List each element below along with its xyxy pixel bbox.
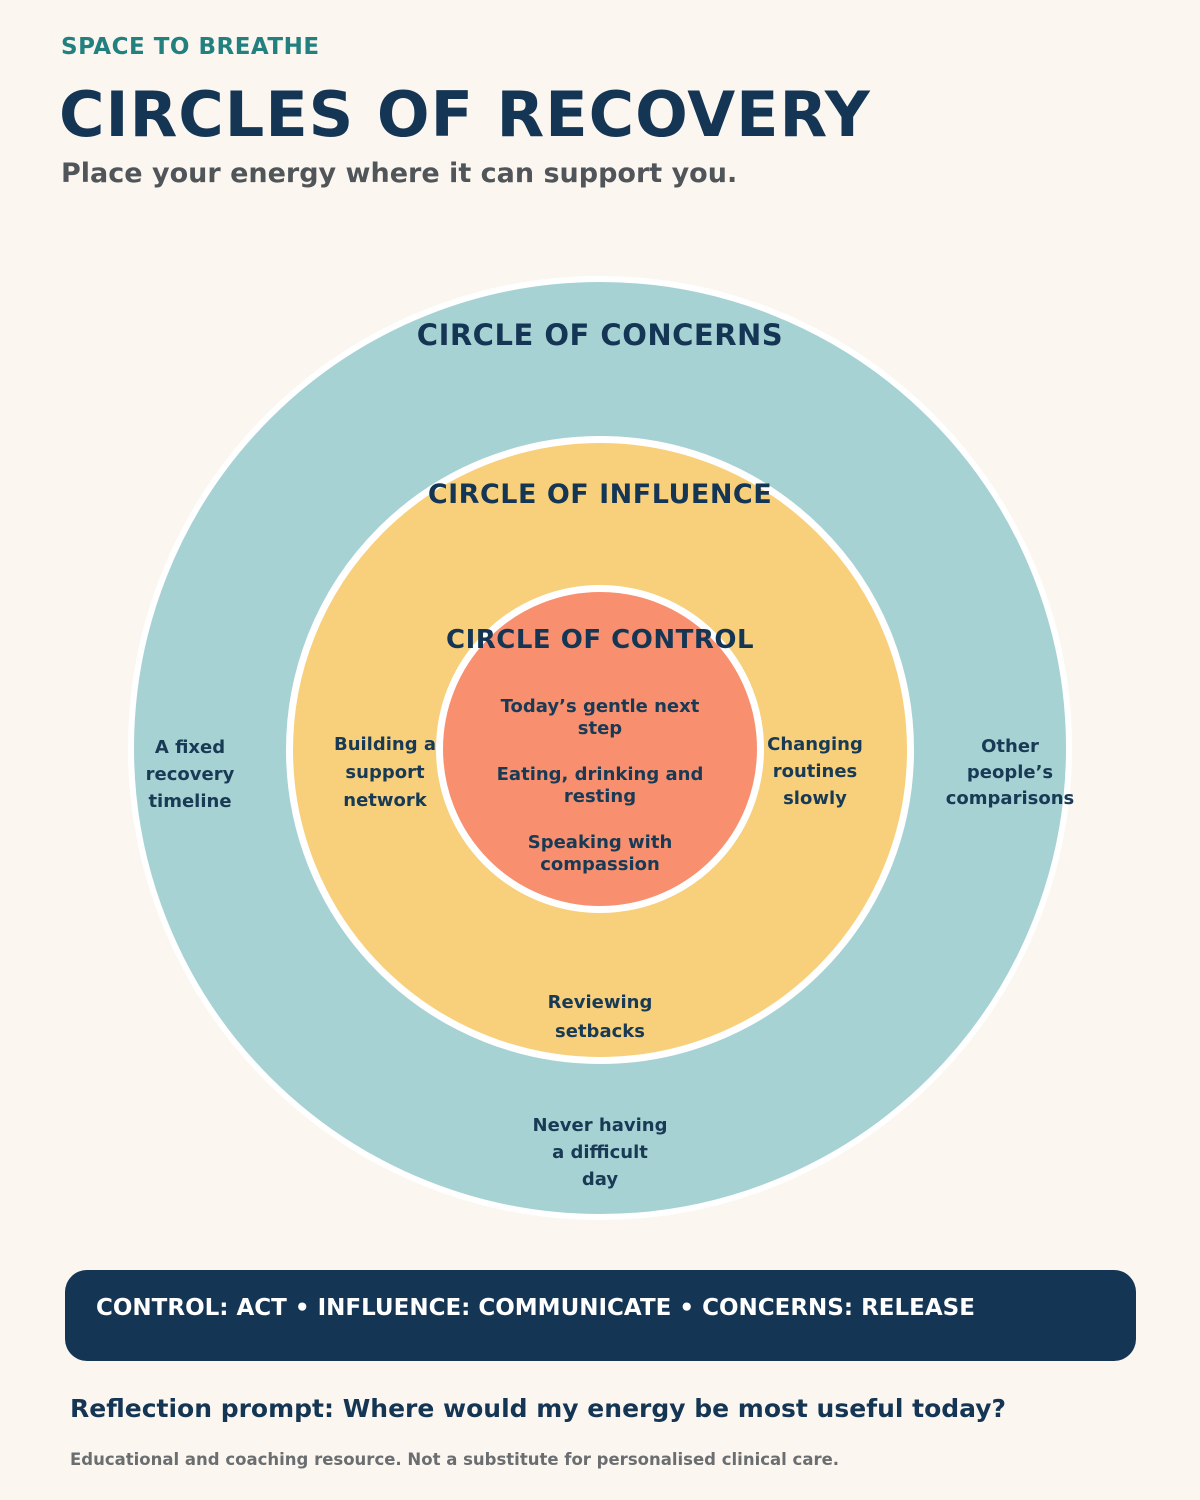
control-item-line: compassion [540, 854, 660, 875]
influence-item-line: Changing [767, 734, 863, 755]
control-item-next-step: Today’s gentle next step [470, 696, 730, 740]
reflection-prompt: Reflection prompt: Where would my energy… [70, 1394, 1007, 1423]
disclaimer-text: Educational and coaching resource. Not a… [70, 1450, 840, 1469]
concern-item-line: Never having [532, 1115, 668, 1136]
control-item-line: resting [563, 786, 637, 807]
concerns-title: CIRCLE OF CONCERNS [416, 318, 784, 352]
influence-item-reviewing-setbacks: Reviewing setbacks [530, 988, 670, 1046]
influence-item-line: Building a [333, 734, 437, 755]
concern-item-fixed-timeline: A fixed recovery timeline [120, 734, 260, 815]
control-item-line: Speaking with [527, 832, 673, 853]
influence-item-line: setbacks [555, 1021, 645, 1042]
control-item-eating-resting: Eating, drinking and resting [470, 764, 730, 808]
control-item-line: step [577, 718, 623, 739]
concern-item-line: A fixed [154, 737, 226, 758]
circles-diagram: CIRCLE OF CONCERNS CIRCLE OF INFLUENCE C… [120, 276, 1090, 1220]
concern-item-line: a difficult [552, 1142, 648, 1163]
page-subtitle: Place your energy where it can support y… [61, 158, 738, 189]
control-item-line: Eating, drinking and [496, 764, 704, 785]
influence-item-line: slowly [783, 788, 847, 809]
concern-item-difficult-day: Never having a difficult day [510, 1112, 690, 1193]
influence-item-line: support [345, 762, 425, 783]
influence-item-line: routines [772, 761, 858, 782]
influence-item-line: network [343, 790, 427, 811]
summary-banner: CONTROL: ACT • INFLUENCE: COMMUNICATE • … [65, 1270, 1136, 1361]
influence-item-line: Reviewing [547, 992, 653, 1013]
influence-item-support-network: Building a support network [320, 731, 450, 815]
control-item-line: Today’s gentle next [500, 696, 700, 717]
concern-item-line: people’s [966, 762, 1054, 783]
concern-item-line: Other [981, 736, 1039, 757]
influence-item-changing-routines: Changing routines slowly [755, 731, 875, 812]
concern-item-line: timeline [148, 791, 232, 812]
influence-title: CIRCLE OF INFLUENCE [427, 479, 773, 510]
eyebrow-label: SPACE TO BREATHE [61, 34, 320, 60]
concern-item-line: day [581, 1169, 619, 1190]
page-title: CIRCLES OF RECOVERY [59, 78, 871, 151]
concern-item-line: recovery [145, 764, 235, 785]
summary-banner-text: CONTROL: ACT • INFLUENCE: COMMUNICATE • … [96, 1295, 975, 1321]
circle-of-control [436, 585, 764, 913]
concern-item-line: comparisons [945, 788, 1075, 809]
concern-item-comparisons: Other people’s comparisons [930, 734, 1090, 812]
control-title: CIRCLE OF CONTROL [445, 625, 755, 655]
control-item-compassion: Speaking with compassion [470, 832, 730, 876]
